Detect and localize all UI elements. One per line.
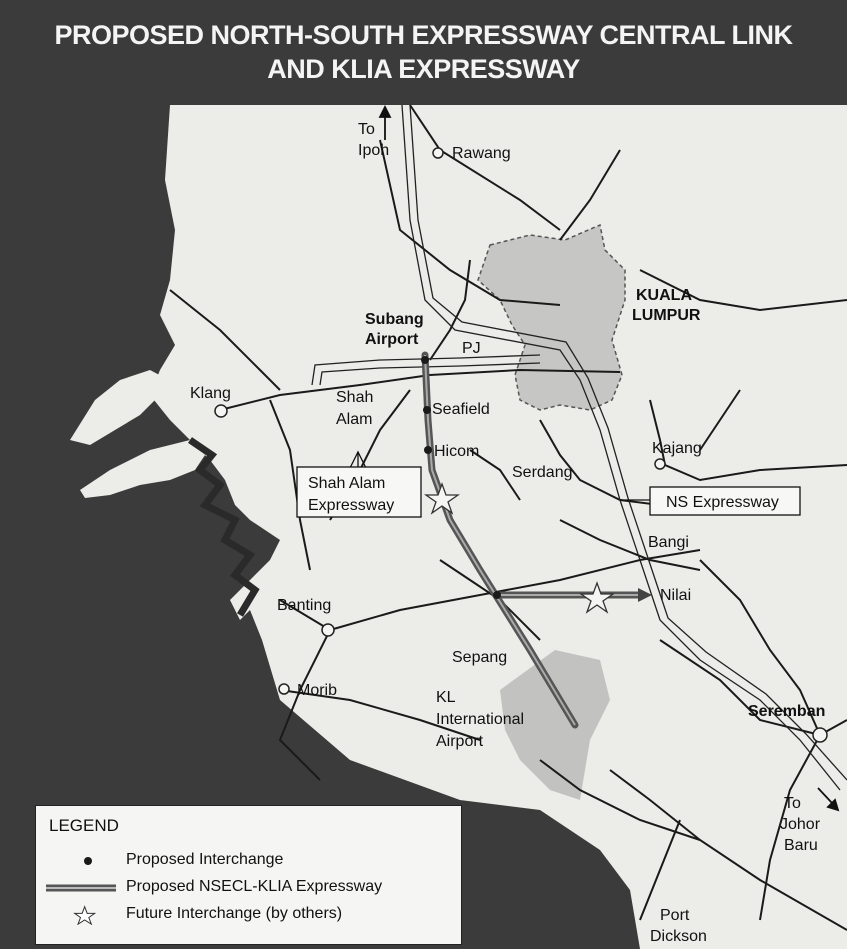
label-klang: Klang: [190, 385, 231, 402]
label-subang-airport: Subang: [365, 311, 424, 328]
label-banting: Banting: [277, 597, 331, 614]
label-port-dickson: Port: [660, 907, 690, 924]
map-title-line-2: AND KLIA EXPRESSWAY: [267, 54, 580, 84]
map-title: PROPOSED NORTH-SOUTH EXPRESSWAY CENTRAL …: [0, 18, 847, 86]
to-johor-baru-arrow: [817, 787, 840, 812]
island-south: [80, 440, 205, 498]
double-line-icon: [46, 884, 116, 892]
label-seafield: Seafield: [432, 401, 490, 418]
label-port-dickson: Dickson: [650, 928, 707, 945]
label-bangi: Bangi: [648, 534, 689, 551]
label-sepang: Sepang: [452, 649, 507, 666]
legend-item-future-interchange: Future Interchange (by others): [36, 903, 461, 927]
label-shah-alam-expressway: Expressway: [308, 497, 394, 514]
legend-title: LEGEND: [49, 816, 119, 835]
label-to-ipoh: To: [358, 121, 375, 138]
legend-label: Proposed Interchange: [126, 851, 284, 868]
label-to-johor-baru: Baru: [784, 837, 818, 854]
proposed-nsecl-klia-expressway: [421, 351, 640, 729]
ns-expressway: [401, 104, 847, 791]
label-shah-alam-expressway: Shah Alam: [308, 475, 385, 492]
label-kuala-lumpur: LUMPUR: [632, 307, 701, 324]
label-shah-alam: Alam: [336, 411, 372, 428]
town-markers: [214, 147, 828, 743]
klia-area: [500, 650, 610, 800]
label-kuala-lumpur: KUALA: [636, 287, 692, 304]
to-ipoh-arrow: [378, 104, 392, 140]
label-kl-international-airport: Airport: [436, 733, 484, 750]
future-interchanges: [423, 482, 616, 614]
label-subang-airport: Airport: [365, 331, 419, 348]
legend: LEGEND Proposed Interchange Proposed NSE…: [35, 805, 462, 945]
callout-ns-expressway: [620, 486, 801, 516]
kuala-lumpur-area: [477, 223, 626, 411]
interchange-seafield: [423, 406, 431, 414]
label-ns-expressway: NS Expressway: [666, 494, 779, 511]
label-morib: Morib: [297, 682, 337, 699]
label-hicom: Hicom: [434, 443, 479, 460]
legend-item-proposed-expressway: Proposed NSECL-KLIA Expressway: [36, 876, 461, 900]
map-title-line-1: PROPOSED NORTH-SOUTH EXPRESSWAY CENTRAL …: [54, 20, 793, 50]
label-kl-international-airport: KL: [436, 689, 456, 706]
legend-item-proposed-interchange: Proposed Interchange: [36, 849, 461, 873]
label-shah-alam: Shah: [336, 389, 373, 406]
dot-icon: [84, 857, 92, 865]
coastal-mangrove: [188, 437, 260, 617]
proposed-interchanges: [421, 356, 501, 599]
label-kajang: Kajang: [652, 440, 702, 457]
star-icon: [73, 905, 97, 925]
legend-label: Proposed NSECL-KLIA Expressway: [126, 878, 383, 895]
label-kl-international-airport: International: [436, 711, 524, 728]
island-north: [70, 370, 165, 445]
label-pj: PJ: [462, 340, 481, 357]
label-serdang: Serdang: [512, 464, 573, 481]
interchange-subang: [421, 356, 429, 364]
label-to-ipoh: Ipoh: [358, 142, 389, 159]
label-to-johor-baru: To: [784, 795, 801, 812]
interchange-hicom: [424, 446, 432, 454]
callout-shah-alam-expressway: [296, 450, 422, 518]
label-nilai: Nilai: [660, 587, 691, 604]
star-icon: [423, 482, 461, 515]
label-rawang: Rawang: [452, 145, 511, 162]
star-icon: [578, 581, 616, 614]
label-seremban: Seremban: [748, 703, 825, 720]
land-area: [150, 105, 847, 949]
interchange-nilai-link: [493, 591, 501, 599]
legend-label: Future Interchange (by others): [126, 905, 343, 922]
federal-highway: [311, 354, 541, 386]
label-to-johor-baru: Johor: [780, 816, 821, 833]
nilai-arrow: [638, 588, 652, 602]
